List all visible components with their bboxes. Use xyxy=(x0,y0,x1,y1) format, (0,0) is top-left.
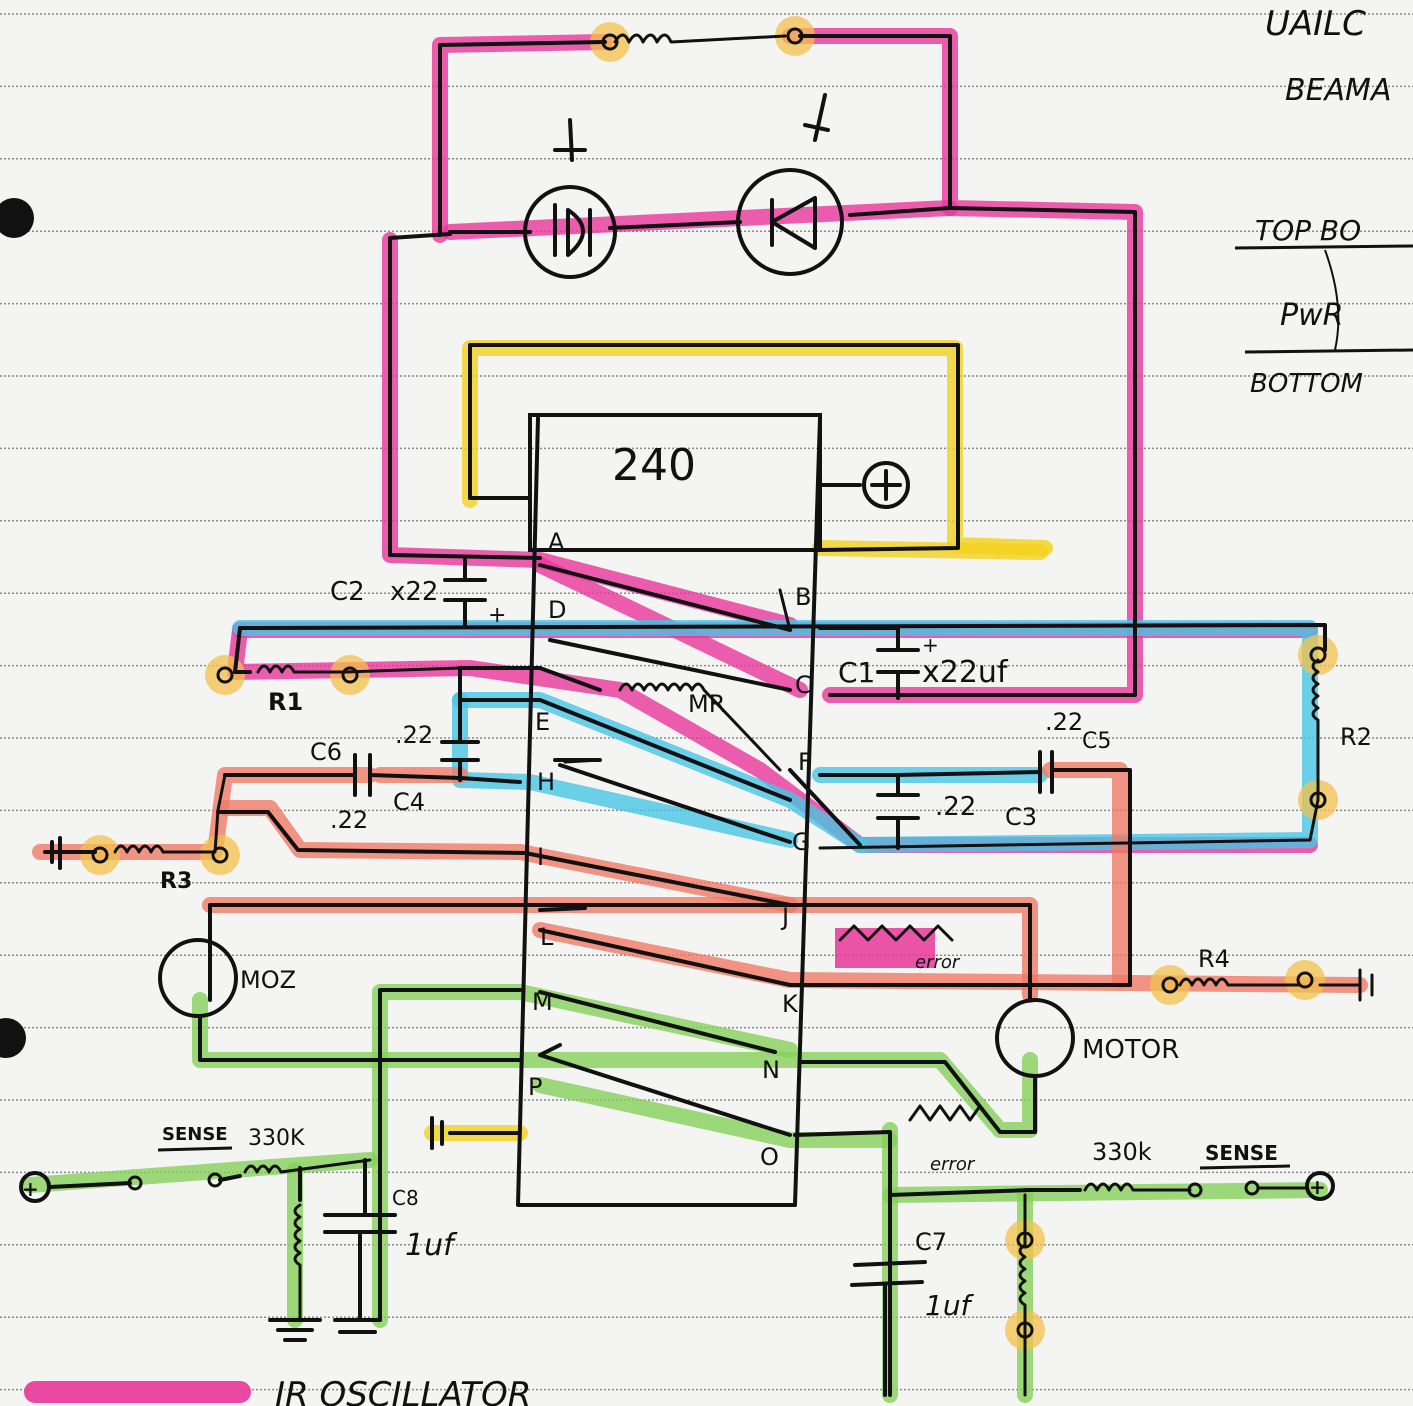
chip-pin-label-f: F xyxy=(798,748,812,776)
chip-pin-label-n: N xyxy=(762,1056,780,1084)
chip-pin-label-d: D xyxy=(548,596,566,624)
label-error-top: error xyxy=(915,952,961,973)
solder-pad-highlight xyxy=(775,16,815,56)
chip-pin-label-a: A xyxy=(548,528,565,556)
label-sense-right: SENSE xyxy=(1205,1141,1278,1165)
label-r3: R3 xyxy=(160,869,192,894)
solder-pad-highlight xyxy=(1285,960,1325,1000)
solder-pad-highlight xyxy=(200,835,240,875)
chip-pin-label-m: M xyxy=(532,988,553,1016)
label-c6-value: .22 xyxy=(330,806,368,834)
label-c4-value: .22 xyxy=(395,721,433,749)
chip-pin-label-l: L xyxy=(540,923,554,951)
chip-pin-label-o: O xyxy=(760,1143,779,1171)
terminal-dot xyxy=(127,1175,143,1191)
solder-pad-highlight xyxy=(1150,965,1190,1005)
label-plus-c2: + xyxy=(488,603,506,628)
terminal-dot xyxy=(207,1172,223,1188)
label-r2: R2 xyxy=(1340,723,1372,751)
label-c2: C2 xyxy=(330,577,365,607)
chip-pin-label-g: G xyxy=(792,828,811,856)
chip-pin-label-b: B xyxy=(795,583,811,611)
label-c4: C4 xyxy=(393,788,425,816)
salmon-traces xyxy=(32,762,1368,1003)
chip-pins-left: A D E H I L M P xyxy=(528,528,566,1101)
solder-pad xyxy=(216,666,234,684)
label-c1: C1 xyxy=(838,656,875,689)
label-sense-left: SENSE xyxy=(162,1124,228,1145)
plus-terminal-right xyxy=(1305,1171,1335,1201)
label-plus-c1: + xyxy=(922,633,939,657)
label-motor-left: MOZ xyxy=(240,966,296,994)
chip-top-outline xyxy=(528,413,822,552)
label-c8-value: 1uf xyxy=(405,1228,458,1263)
label-motor-right: MOTOR xyxy=(1082,1035,1179,1065)
solder-pad xyxy=(1309,646,1327,664)
label-sense-left-value: 330K xyxy=(248,1126,305,1151)
chip-pin-label-k: K xyxy=(782,990,799,1018)
chip-plus-terminal xyxy=(862,461,910,509)
chip-pin-label-p: P xyxy=(528,1073,542,1101)
solder-pad-highlight xyxy=(205,655,245,695)
solder-pad xyxy=(1161,976,1179,994)
legend-rule-bottom xyxy=(1244,348,1413,354)
photodiode-symbol xyxy=(523,185,617,279)
header-line-2: BEAMA xyxy=(1285,73,1391,108)
solder-pad xyxy=(211,846,229,864)
chip-pin-label-h: H xyxy=(537,768,555,796)
chip-pin-label-c: C xyxy=(795,671,812,699)
solder-pad-highlight xyxy=(330,655,370,695)
legend-rule-top xyxy=(1234,244,1413,250)
text-layer: UAILC BEAMA TOP BO PwR BOTTOM 240 A D E H I L… xyxy=(22,4,1413,1406)
ir-led-symbol xyxy=(736,168,844,276)
label-c7-value: 1uf xyxy=(925,1289,975,1322)
solder-pad-highlight xyxy=(80,835,120,875)
ruled-lines xyxy=(0,13,1413,1391)
legend-brace xyxy=(1324,249,1340,351)
label-c5-value: .22 xyxy=(1045,708,1083,736)
legend-bottom: BOTTOM xyxy=(1250,369,1363,399)
label-c3-value: .22 xyxy=(935,792,976,822)
plus-left-sign: + xyxy=(22,1177,39,1201)
binder-hole xyxy=(0,1018,26,1058)
chip-pin-label-e: E xyxy=(535,708,550,736)
header-line-1: UAILC xyxy=(1265,4,1366,44)
label-sense-right-value: 330k xyxy=(1092,1138,1152,1166)
label-r4: R4 xyxy=(1198,945,1230,973)
terminal-dot xyxy=(1244,1180,1260,1196)
chip-pin-label-j: J xyxy=(780,903,789,931)
legend-top: TOP BO xyxy=(1255,214,1361,247)
solder-pad-highlight xyxy=(590,22,630,62)
label-error-bottom: error xyxy=(930,1154,976,1175)
label-c1-value: x22uf xyxy=(922,655,1009,690)
solder-pad xyxy=(341,666,359,684)
chip-pins-right: B C F G J K N O xyxy=(760,583,812,1171)
ink-wiring xyxy=(19,33,1374,1397)
binder-hole xyxy=(0,198,34,238)
label-c6: C6 xyxy=(310,738,342,766)
chip-pin-label-i: I xyxy=(537,843,544,871)
label-r1: R1 xyxy=(268,688,303,716)
plus-right-sign: + xyxy=(1309,1175,1326,1199)
footer-legend-text: IR OSCILLATOR xyxy=(275,1375,531,1406)
terminal-dot xyxy=(1187,1182,1203,1198)
label-c3: C3 xyxy=(1005,803,1037,831)
label-c8: C8 xyxy=(392,1186,419,1210)
solder-pad xyxy=(91,846,109,864)
underline-sense-right xyxy=(1199,1164,1291,1170)
label-c2-value: x22 xyxy=(390,577,438,607)
label-c5: C5 xyxy=(1082,729,1111,754)
underline-sense-left xyxy=(157,1146,233,1152)
label-mr: MR xyxy=(688,690,725,718)
label-c7: C7 xyxy=(915,1228,947,1256)
solder-pad-highlight xyxy=(1298,635,1338,675)
legend-middle: PwR xyxy=(1280,298,1343,333)
chip-name: 240 xyxy=(612,440,696,491)
solder-pad xyxy=(1296,971,1314,989)
